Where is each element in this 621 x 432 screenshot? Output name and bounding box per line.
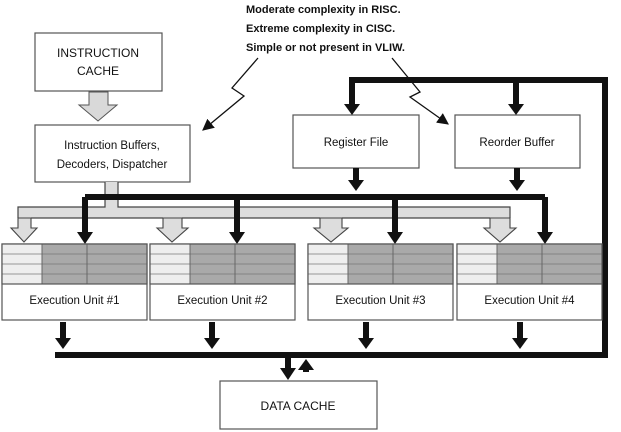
icache-to-decoder-arrow	[77, 91, 119, 122]
unit-2-out-arrow	[204, 338, 220, 349]
annotation-pointer-to-decoder	[202, 57, 259, 131]
execution-unit-label-3: Execution Unit #3	[335, 295, 425, 307]
dispatch-bus	[17, 182, 511, 219]
bus-arrow-unit-4	[537, 232, 553, 244]
reservation-table-2	[149, 243, 296, 285]
reorder-buffer-out-arrow	[509, 180, 525, 191]
reorder-buffer-box: Reorder Buffer	[454, 114, 581, 169]
annotation-line-vliw: Simple or not present in VLIW.	[246, 42, 405, 54]
data-cache-box: DATA CACHE	[219, 380, 378, 430]
unit-1-out-arrow	[55, 338, 71, 349]
decoder-label-line2: Decoders, Dispatcher	[57, 159, 168, 171]
reservation-table-1	[1, 243, 148, 285]
result-bus	[60, 322, 523, 372]
result-bus-arrowheads	[55, 338, 528, 380]
bus-arrow-to-register-file	[344, 104, 360, 115]
instruction-cache-label-line2: CACHE	[77, 64, 119, 78]
dispatch-arrow-unit-4	[482, 217, 518, 243]
annotation-pointer-to-reorder-buffer	[391, 57, 449, 125]
unit-3-out-arrow	[358, 338, 374, 349]
register-file-out-arrow	[348, 180, 364, 191]
execution-unit-label-1: Execution Unit #1	[29, 295, 119, 307]
instruction-cache-label-line1: INSTRUCTION	[57, 46, 139, 60]
reservation-table-3	[307, 243, 454, 285]
bus-arrow-unit-3	[387, 232, 403, 244]
complexity-annotation: Moderate complexity in RISC. Extreme com…	[246, 4, 405, 54]
operand-bus-arrowheads	[77, 104, 553, 244]
data-cache-to-bus-arrow	[298, 359, 314, 370]
instruction-cache-box: INSTRUCTION CACHE	[34, 32, 163, 92]
annotation-line-risc: Moderate complexity in RISC.	[246, 4, 401, 16]
bus-arrow-unit-1	[77, 232, 93, 244]
dispatch-arrow-unit-1	[9, 217, 39, 243]
dispatch-arrow-unit-2	[155, 217, 190, 243]
bus-to-data-cache-arrow	[280, 368, 296, 380]
decoder-dispatcher-box: Instruction Buffers, Decoders, Dispatche…	[34, 124, 191, 183]
execution-unit-4: Execution Unit #4	[456, 243, 603, 321]
reservation-table-4	[456, 243, 603, 285]
execution-unit-2: Execution Unit #2	[149, 243, 296, 321]
bus-arrow-to-reorder-buffer	[508, 104, 524, 115]
execution-unit-3: Execution Unit #3	[307, 243, 454, 321]
annotation-line-cisc: Extreme complexity in CISC.	[246, 23, 395, 35]
reorder-buffer-label: Reorder Buffer	[479, 137, 554, 149]
data-cache-label: DATA CACHE	[261, 399, 336, 413]
execution-unit-label-4: Execution Unit #4	[484, 295, 575, 307]
decoder-label-line1: Instruction Buffers,	[64, 140, 160, 152]
execution-units: Execution Unit #1 Execution Unit #2 Execut…	[1, 243, 603, 321]
dispatch-arrows	[9, 217, 518, 243]
execution-unit-1: Execution Unit #1	[1, 243, 148, 321]
execution-unit-label-2: Execution Unit #2	[177, 295, 267, 307]
register-file-label: Register File	[324, 137, 389, 149]
dispatch-arrow-unit-3	[312, 217, 350, 243]
bus-arrow-unit-2	[229, 232, 245, 244]
register-file-box: Register File	[292, 114, 420, 169]
operand-bus	[55, 77, 608, 358]
unit-4-out-arrow	[512, 338, 528, 349]
